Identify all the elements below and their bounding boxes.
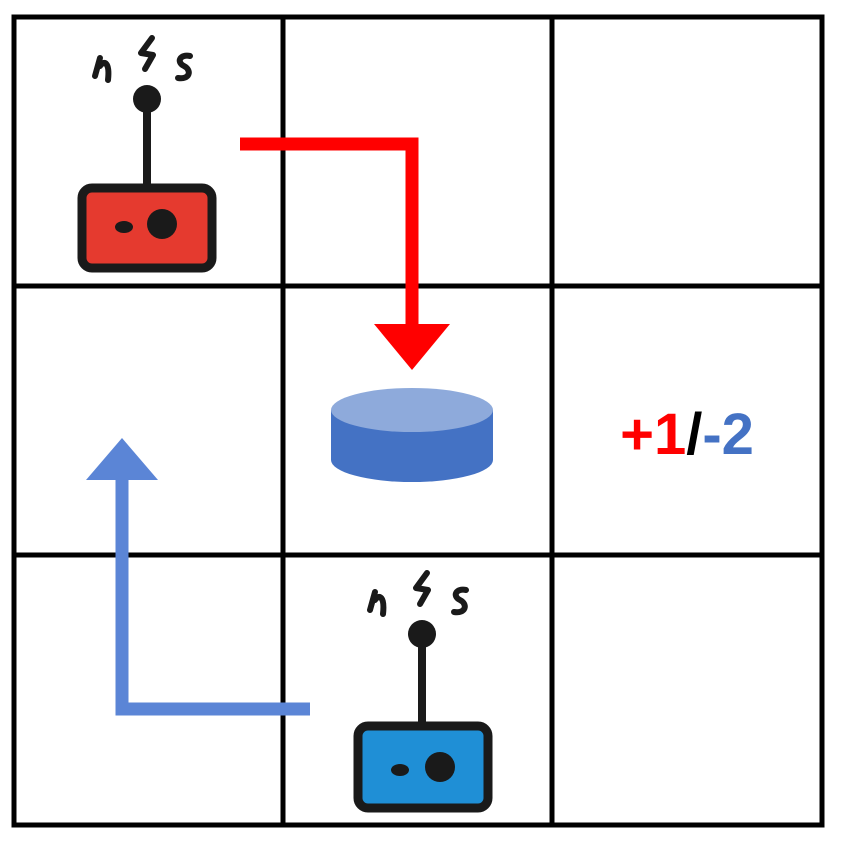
robot-eye-small — [391, 764, 409, 776]
squiggle-icon — [451, 586, 469, 616]
lightning-icon — [138, 35, 156, 72]
grid — [11, 14, 825, 828]
reward-separator: / — [686, 402, 702, 467]
signal-icon — [367, 589, 387, 617]
blue-arrow-path — [115, 476, 310, 716]
antenna-ball — [408, 620, 436, 648]
red-arrow — [240, 137, 450, 370]
antenna-ball — [133, 85, 161, 113]
signal-icon — [92, 55, 112, 83]
robot-eye-large — [147, 209, 177, 239]
blue-arrow — [86, 438, 310, 716]
robot-eye-small — [115, 221, 133, 233]
blue-arrow-head — [86, 438, 158, 480]
reward-label: +1/-2 — [620, 402, 754, 467]
reward-blue-value: -2 — [702, 402, 754, 467]
goal-puck — [331, 388, 493, 482]
robot-body — [77, 183, 217, 273]
lightning-icon — [413, 570, 431, 607]
squiggle-icon — [175, 52, 193, 82]
red-arrow-head — [374, 324, 450, 370]
red-arrow-path — [240, 137, 419, 330]
red-robot-agent — [77, 35, 217, 273]
robot-body — [353, 721, 493, 813]
robot-eye-large — [425, 752, 455, 782]
grid-border — [11, 14, 825, 828]
reward-red-value: +1 — [620, 402, 686, 467]
puck-top — [331, 388, 493, 432]
blue-robot-agent — [353, 570, 493, 813]
